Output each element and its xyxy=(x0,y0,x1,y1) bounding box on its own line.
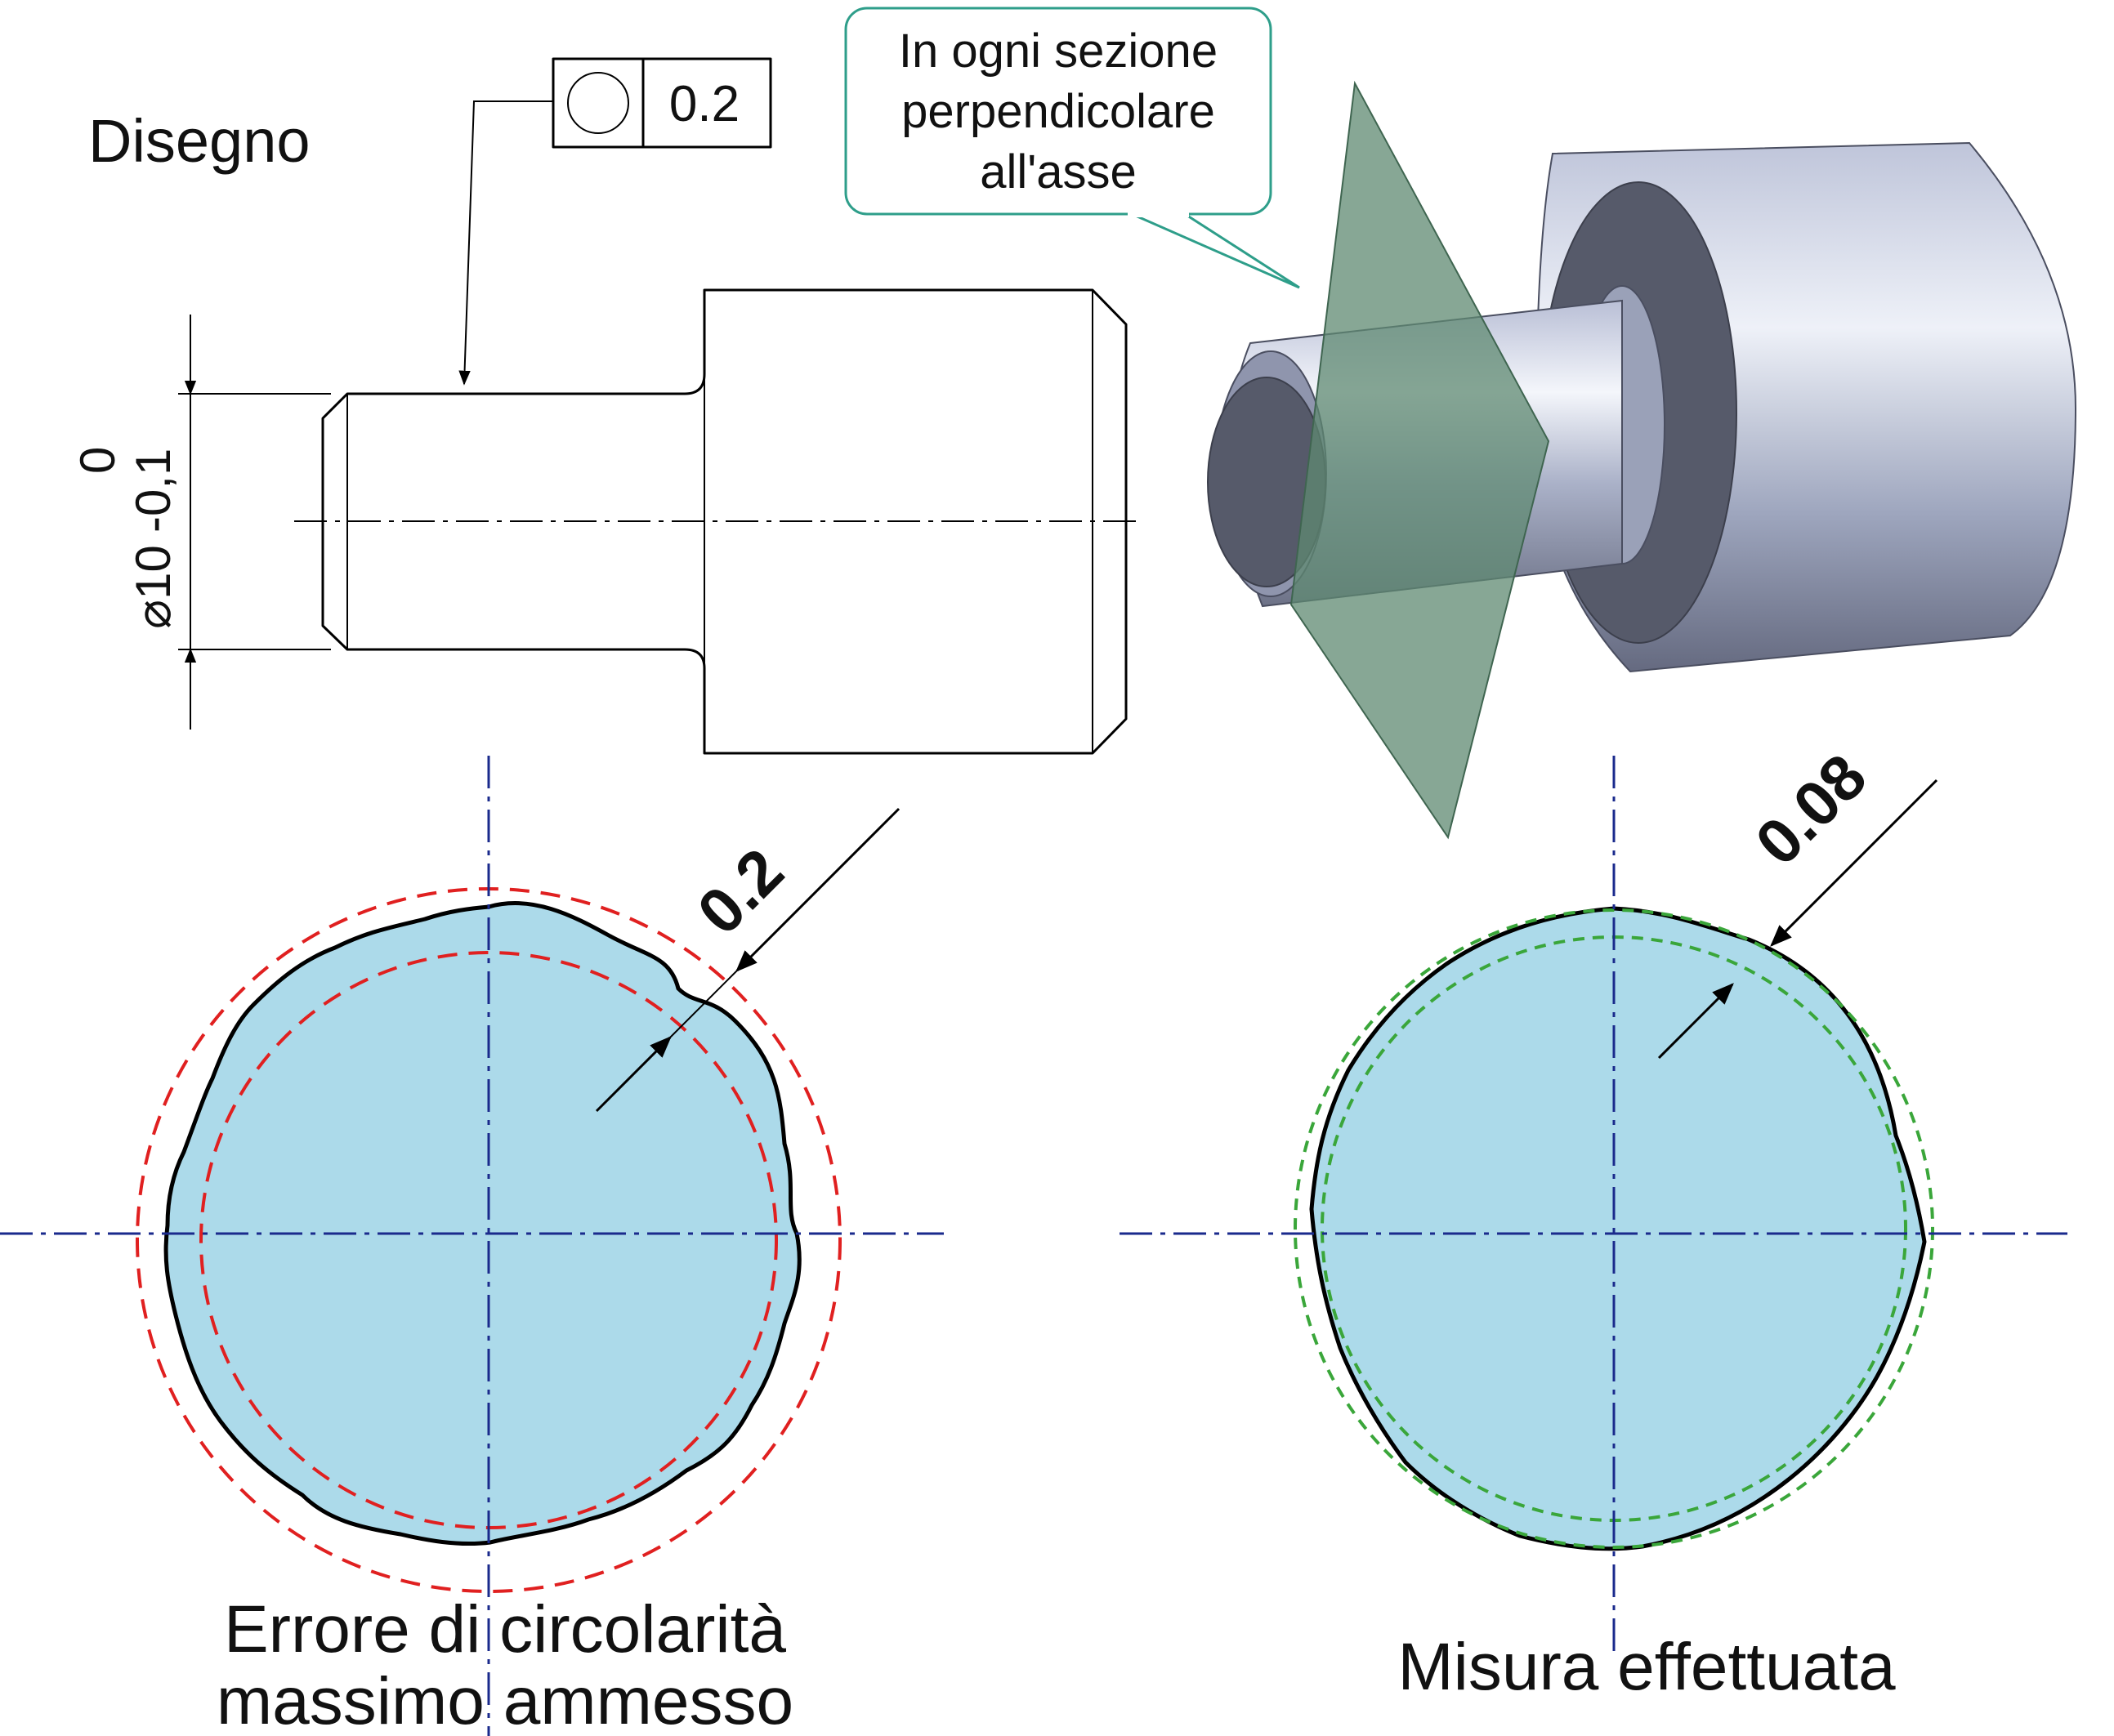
technical-drawing: 0.2 ⌀10 -0,1 0 xyxy=(70,57,1144,755)
left-caption-line-1: Errore di circolarità xyxy=(224,1592,786,1667)
leader-line xyxy=(458,100,553,386)
left-measure-arrow-inner xyxy=(595,1036,672,1113)
left-caption-line-2: massimo ammesso xyxy=(217,1664,793,1736)
dimension-lower: -0,1 xyxy=(126,449,181,533)
drawing-title: Disegno xyxy=(88,107,311,175)
section-callout: In ogni sezione perpendicolare all'asse xyxy=(844,7,1300,289)
left-measure-arrow-outer xyxy=(735,807,901,972)
circle-symbol-icon xyxy=(567,72,629,134)
right-measure-arrow-inner xyxy=(1657,983,1734,1060)
tolerance-value: 0.2 xyxy=(669,76,740,132)
left-profile xyxy=(163,901,802,1546)
right-profile xyxy=(1309,906,1927,1551)
right-measure-arrow-outer xyxy=(1770,779,1938,947)
callout-line-1: In ogni sezione xyxy=(899,25,1218,78)
feature-control-frame: 0.2 xyxy=(552,57,772,149)
left-measure-value: 0.2 xyxy=(683,834,797,948)
section-plane xyxy=(1289,80,1550,840)
section-right: 0.08 Misura effettuata xyxy=(1120,740,2067,1704)
dimension-upper: 0 xyxy=(70,447,125,474)
callout-line-2: perpendicolare xyxy=(901,85,1215,138)
section-left: 0.2 Errore di circolarità massimo ammess… xyxy=(0,756,944,1736)
shaft-3d-render xyxy=(1207,80,2077,840)
right-tolerance-outer xyxy=(1294,908,1934,1549)
dimension-main: ⌀10 xyxy=(126,545,181,629)
callout-line-3: all'asse xyxy=(980,145,1137,199)
diameter-dimension: ⌀10 -0,1 0 xyxy=(70,315,331,730)
right-caption: Misura effettuata xyxy=(1397,1630,1896,1704)
